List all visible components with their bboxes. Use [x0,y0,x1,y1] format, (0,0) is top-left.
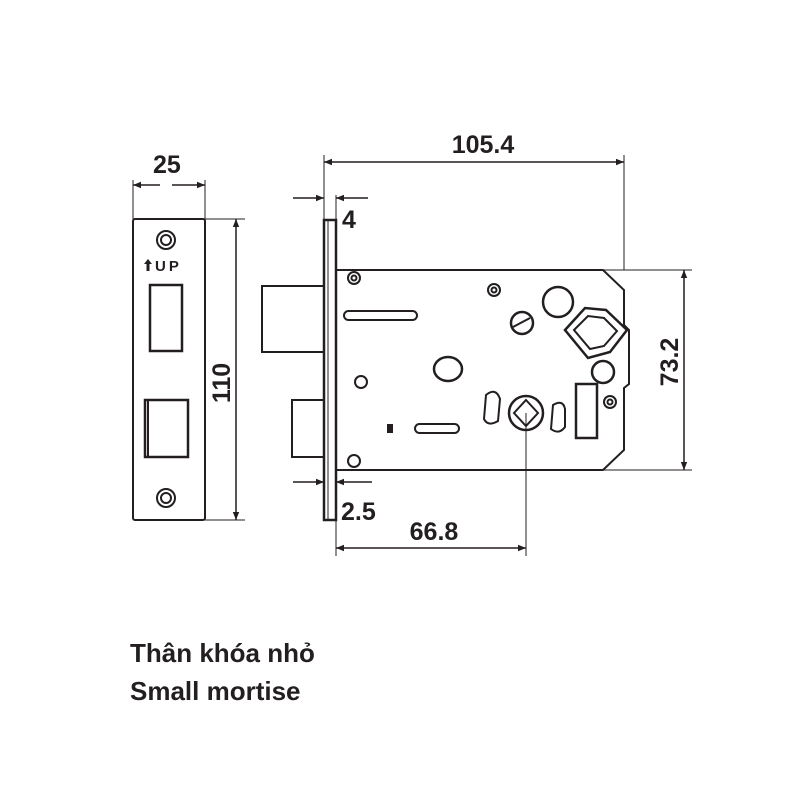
dim-body-length: 105.4 [452,131,515,159]
mortise-body-side-view [261,218,630,522]
faceplate-up-label: UP [155,258,182,275]
up-arrow-icon [144,259,152,271]
dim-backset: 66.8 [410,518,459,546]
caption-english: Small mortise [130,676,301,706]
faceplate-front-view [132,218,206,521]
dim-faceplate-width: 25 [153,151,181,179]
dim-forend-thickness: 2.5 [341,498,376,526]
dim-faceplate-height: 110 [208,363,236,403]
dim-body-height: 73.2 [656,338,684,387]
dim-faceplate-thickness: 4 [342,206,356,234]
caption-vietnamese: Thân khóa nhỏ [130,638,315,668]
